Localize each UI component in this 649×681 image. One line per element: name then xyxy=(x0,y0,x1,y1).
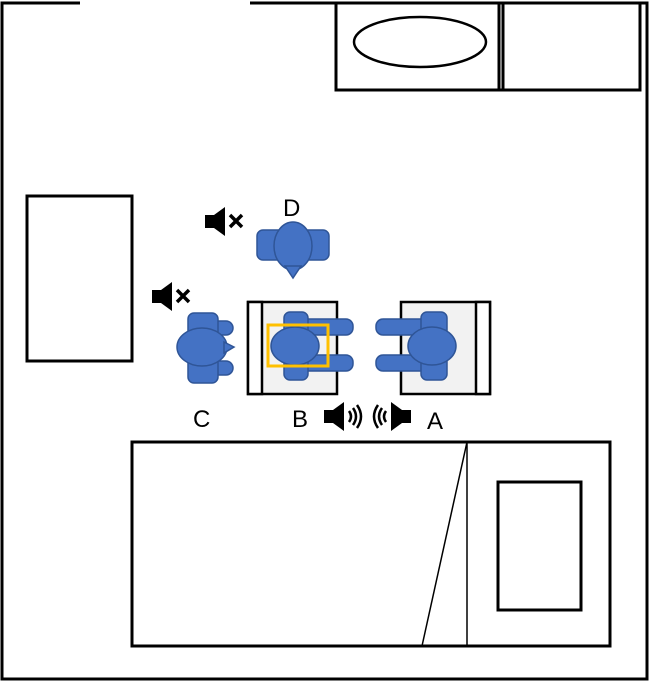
left-cabinet xyxy=(25,194,134,363)
person-a xyxy=(375,311,457,381)
highlight-box xyxy=(266,323,330,368)
label-b: B xyxy=(292,406,308,433)
speaker-muted-icon xyxy=(205,207,244,236)
speaker-muted-icon xyxy=(152,282,191,311)
sink-oval xyxy=(352,15,488,69)
person-b xyxy=(270,311,354,381)
label-c: C xyxy=(193,406,210,433)
bed-pillow xyxy=(496,480,583,612)
label-d: D xyxy=(283,195,300,222)
speaker-on-icon xyxy=(324,402,363,431)
label-a: A xyxy=(427,408,443,435)
person-d xyxy=(256,221,330,280)
bed xyxy=(130,440,612,648)
speaker-on-icon xyxy=(372,402,411,431)
person-c xyxy=(176,312,236,384)
bathtub-unit xyxy=(334,1,642,92)
